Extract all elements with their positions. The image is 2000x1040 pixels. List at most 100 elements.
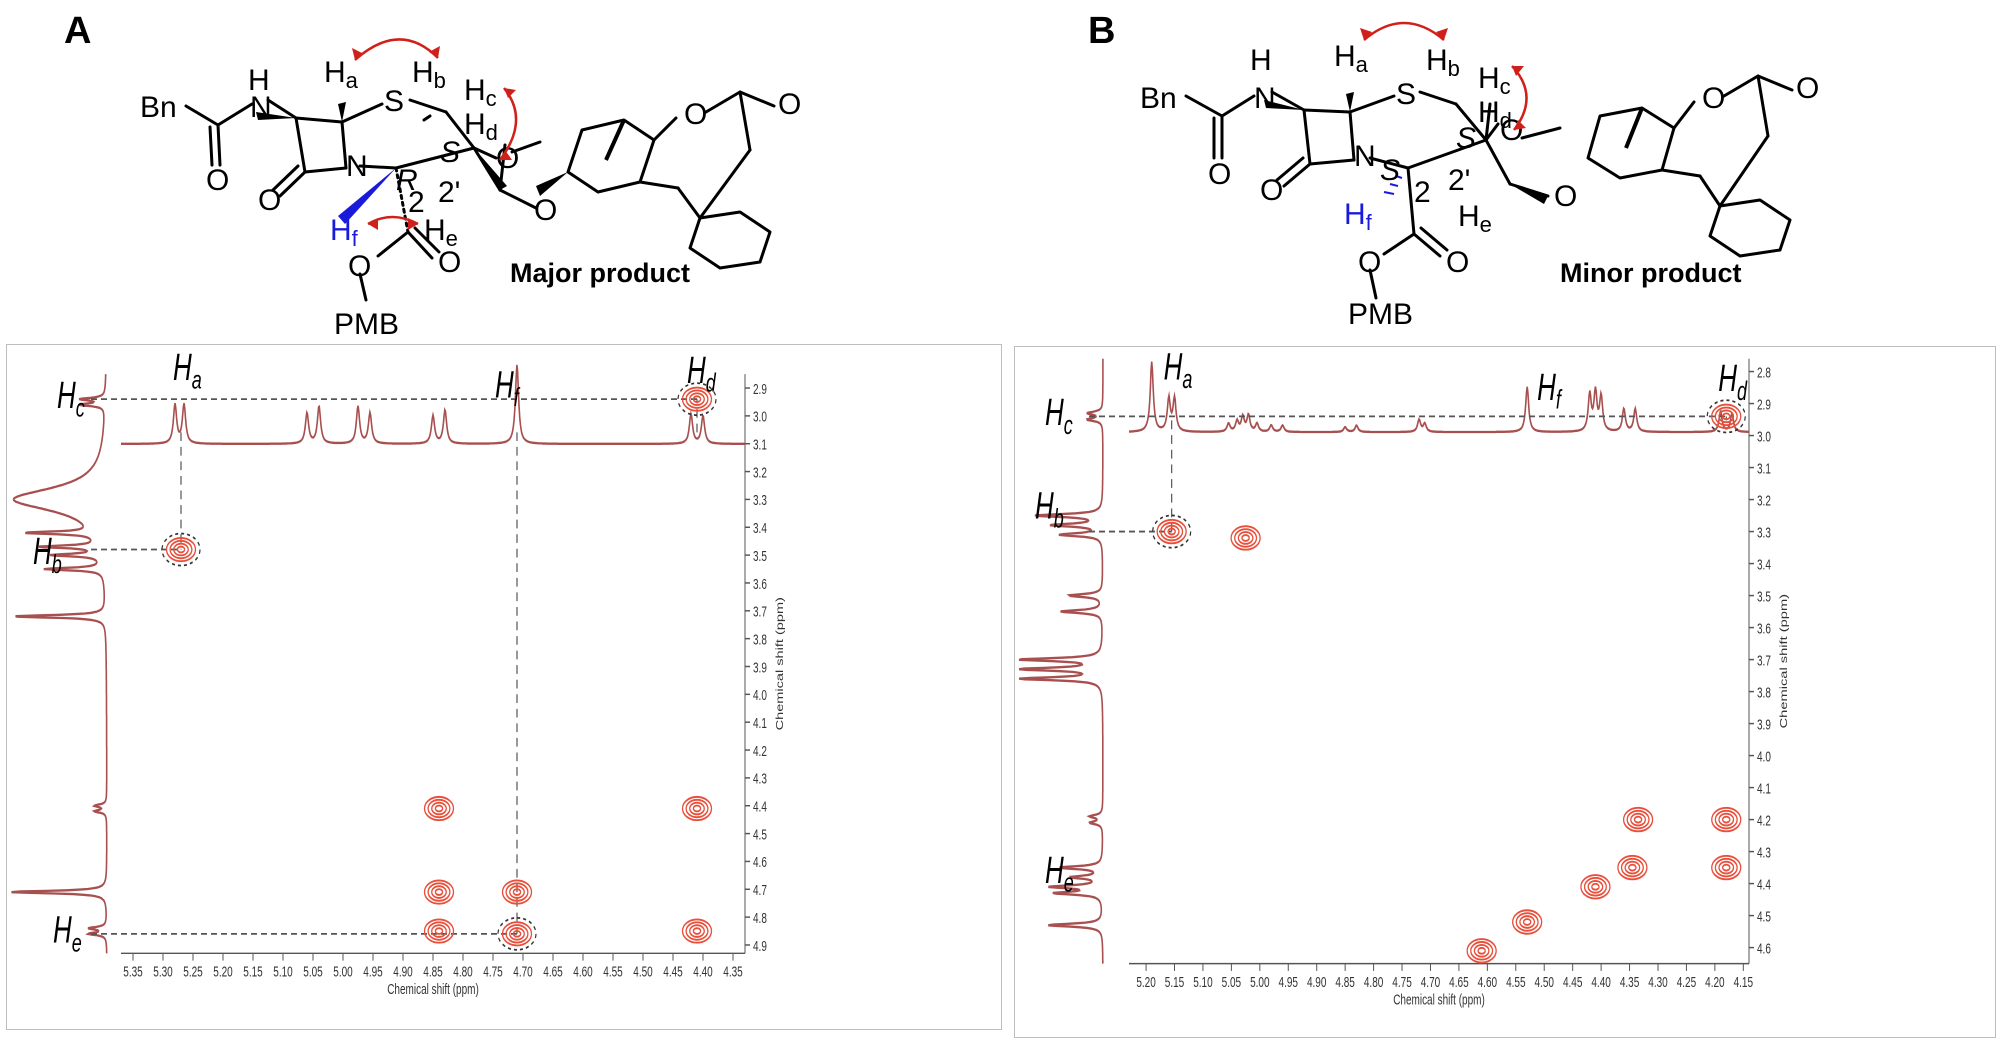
y-tick-label: 3.7 [753, 604, 767, 620]
cross-peak [1706, 399, 1746, 434]
contour-ring [1721, 412, 1731, 421]
stereo-c2-label: S [1380, 154, 1400, 187]
x-tick-label: 4.80 [1364, 974, 1383, 990]
product-label: Major product [510, 258, 690, 288]
x-tick-label: 4.25 [1677, 974, 1696, 990]
contour-ring [427, 798, 451, 819]
figure-panel-a: A [6, 10, 1002, 1030]
contour-ring [501, 879, 533, 905]
contour-ring [692, 927, 702, 935]
y-tick-label: 4.2 [1757, 813, 1771, 829]
y-tick-label: 4.6 [753, 854, 767, 870]
cross-peak [501, 879, 533, 905]
contour-ring [1714, 809, 1738, 830]
contour-ring [1470, 941, 1494, 961]
x-tick-label: 5.20 [213, 964, 232, 980]
y-tick-label: 4.2 [753, 743, 767, 759]
hf-label: Hf [330, 214, 359, 251]
y-tick-label: 4.1 [753, 715, 767, 731]
contour-ring [431, 924, 447, 938]
contour-ring [1587, 879, 1604, 894]
peak-label-hd: Hd [1718, 356, 1748, 406]
x-tick-label: 5.00 [333, 964, 352, 980]
stereo-c2p-label: S [440, 136, 460, 169]
contour-ring [1591, 882, 1600, 891]
y-tick-label: 3.2 [1757, 493, 1771, 509]
peak-label-ha: Ha [173, 346, 202, 394]
y-tick-label: 3.8 [1757, 685, 1771, 701]
y-tick-label: 2.8 [1757, 365, 1771, 381]
peak-label-hc: Hc [1045, 390, 1073, 440]
y-tick-label: 3.3 [753, 492, 767, 508]
y-tick-label: 3.0 [1757, 429, 1771, 445]
cross-peak [423, 918, 455, 944]
contour-ring [1167, 527, 1176, 536]
top-projection-trace [1129, 361, 1749, 434]
x-tick-label: 5.35 [123, 964, 142, 980]
x-tick-label: 4.80 [453, 964, 472, 980]
cross-peak [1152, 514, 1192, 549]
n-ring-label: N [346, 150, 368, 183]
n-amide-label: N [250, 91, 272, 124]
contour-ring [1718, 812, 1735, 827]
x-tick-label: 4.20 [1705, 974, 1724, 990]
position-2p-label: 2' [438, 176, 460, 209]
contour-ring [1721, 863, 1731, 872]
contour-ring [689, 924, 705, 938]
x-tick-label: 4.90 [1307, 974, 1326, 990]
x-tick-label: 5.15 [1165, 974, 1184, 990]
hc-label: Hc [1478, 62, 1511, 99]
peak-label-hb: Hb [1035, 483, 1064, 533]
y-tick-label: 3.3 [1757, 525, 1771, 541]
position-2-label: 2 [408, 186, 425, 219]
contour-ring [1633, 815, 1643, 824]
x-tick-label: 4.45 [663, 964, 682, 980]
hd-label: Hd [1478, 96, 1512, 133]
pmb-label: PMB [334, 308, 399, 341]
n-amide-label: N [1254, 82, 1276, 115]
nh-label: H [248, 64, 270, 97]
x-tick-label: 4.60 [1478, 974, 1497, 990]
top-projection-trace [121, 364, 745, 445]
contour-ring [1721, 815, 1731, 824]
oxygen-ester-label: O [1446, 246, 1469, 279]
highlight-circle [1706, 399, 1746, 434]
hb-label: Hb [1426, 44, 1460, 81]
molecular-structure: Bn H N O O N S Ha Hb Hc Hd He Hf R S 2 2… [140, 38, 801, 341]
contour-ring [176, 545, 186, 554]
contour-ring [1714, 857, 1738, 878]
x-tick-label: 4.40 [693, 964, 712, 980]
stereo-c2-label: R [396, 164, 418, 197]
x-tick-label: 4.35 [723, 964, 742, 980]
cross-peak [161, 532, 201, 567]
x-tick-label: 4.15 [1734, 974, 1753, 990]
s-ring-label: S [1396, 78, 1416, 111]
contour-ring [1156, 518, 1187, 545]
contour-ring [1163, 524, 1180, 539]
he-label: He [424, 214, 458, 251]
x-tick-label: 4.75 [483, 964, 502, 980]
oxygen-aryl-label: O [534, 194, 557, 227]
cross-peak [1617, 854, 1648, 881]
cross-peak [681, 918, 713, 944]
cross-peak [1466, 938, 1497, 964]
y-tick-label: 3.9 [753, 659, 767, 675]
x-tick-label: 4.75 [1392, 974, 1411, 990]
nh-label: H [1250, 44, 1272, 77]
contour-ring [434, 804, 444, 813]
contour-ring [1630, 812, 1646, 827]
contour-ring [509, 885, 525, 899]
contour-ring [1234, 528, 1258, 548]
highlight-circle [677, 382, 717, 417]
x-tick-label: 5.05 [1222, 974, 1241, 990]
ha-label: Ha [1334, 40, 1369, 77]
peak-label-hf: Hf [495, 364, 521, 412]
contour-ring [1477, 946, 1486, 955]
contour-ring [1473, 943, 1490, 958]
x-tick-label: 4.85 [1335, 974, 1354, 990]
x-tick-label: 5.25 [183, 964, 202, 980]
position-2-label: 2 [1414, 176, 1431, 209]
x-axis-title: Chemical shift (ppm) [1393, 992, 1485, 1008]
y-tick-label: 4.9 [753, 938, 767, 954]
